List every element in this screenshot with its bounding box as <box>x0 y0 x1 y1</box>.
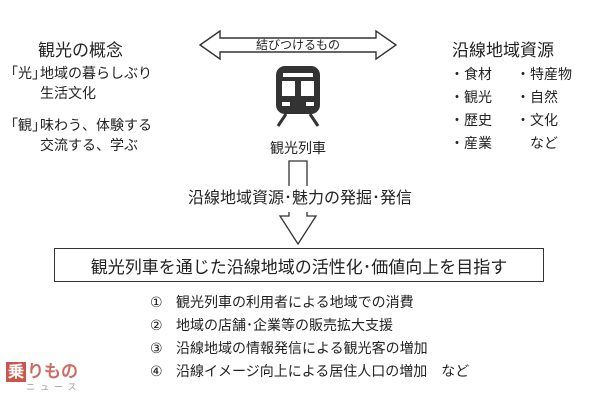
resources-list: ・食材・特産物 ・観光・自然 ・歴史・文化 ・産業など <box>450 64 572 156</box>
norimono-news-logo: 乗 りもの ニュース <box>6 362 82 393</box>
kan-block: 「観」味わう、体験する 交流する、学ぶ <box>4 116 152 156</box>
logo-kanji: 乗 <box>6 362 27 382</box>
train-front-icon <box>276 66 320 127</box>
list-item: ・観光・自然 <box>450 90 558 106</box>
hikari-line1: 地域の暮らしぶり <box>40 66 152 82</box>
list-item: ・食材・特産物 <box>450 67 572 83</box>
goal-text: 観光列車を通じた沿線地域の活性化･価値向上を目指す <box>90 257 508 278</box>
double-arrow-icon <box>198 29 398 61</box>
kan-line2: 交流する、学ぶ <box>40 138 138 154</box>
hikari-tag: 「光」 <box>4 66 46 82</box>
train-label: 観光列車 <box>270 141 326 157</box>
kan-line1: 味わう、体験する <box>40 118 152 134</box>
hikari-block: 「光」地域の暮らしぶり 生活文化 <box>4 64 152 104</box>
connector-label: 結びつけるもの <box>255 38 340 52</box>
list-item: ・産業など <box>450 136 558 152</box>
hikari-line2: 生活文化 <box>40 86 96 102</box>
goal-box: 観光列車を通じた沿線地域の活性化･価値向上を目指す <box>54 248 544 282</box>
middle-step-text: 沿線地域資源･魅力の発掘･発信 <box>187 188 412 207</box>
list-item: ・歴史・文化 <box>450 113 558 129</box>
resources-title: 沿線地域資源 <box>452 41 554 61</box>
concept-title: 観光の概念 <box>38 41 123 61</box>
kan-tag: 「観」 <box>4 118 46 134</box>
